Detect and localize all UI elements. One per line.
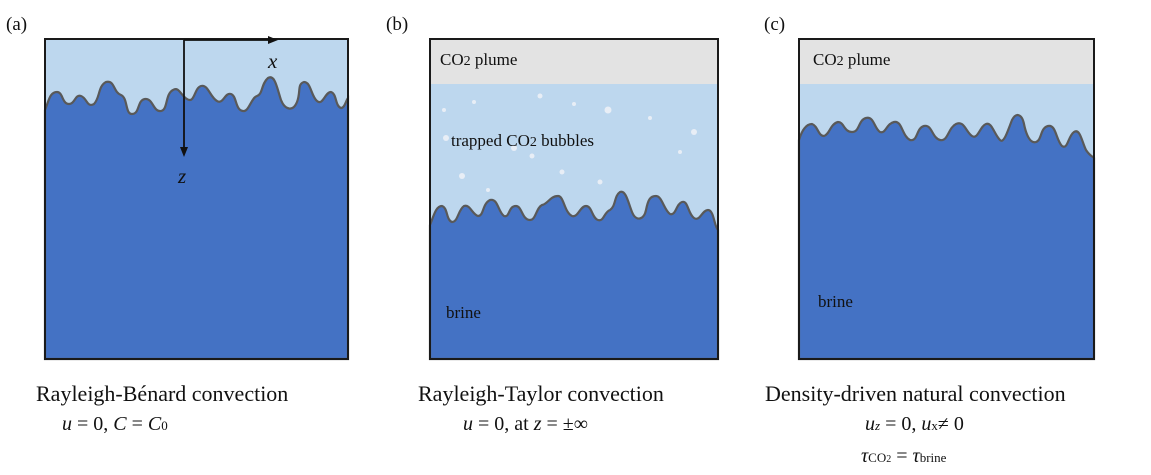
- panel-b-plume-label: CO2 plume: [440, 50, 518, 69]
- panel-a-brine: [43, 76, 350, 361]
- bubble: [442, 108, 446, 112]
- panel-b-diagram: [428, 38, 720, 361]
- x-axis-label: x: [268, 49, 278, 73]
- panel-c-plume-label: CO2 plume: [813, 50, 891, 69]
- panel-c-label: (c): [764, 14, 786, 35]
- bubble: [597, 179, 603, 185]
- bubble: [537, 93, 543, 99]
- bubble: [648, 116, 652, 120]
- bubble: [559, 169, 565, 175]
- bubble: [604, 106, 612, 114]
- z-axis-arrowhead: [180, 147, 188, 157]
- panel-a-diagram: [43, 36, 350, 361]
- bubble: [472, 100, 476, 104]
- panel-c-title: Density-driven natural convection: [765, 381, 1066, 406]
- bubble: [529, 153, 535, 159]
- bubble: [678, 150, 682, 154]
- trapped-bubbles-label: trapped CO2 bubbles: [451, 131, 594, 150]
- panel-b-title: Rayleigh-Taylor convection: [418, 381, 664, 406]
- x-axis-arrowhead: [268, 36, 278, 44]
- panel-c-diagram: [797, 38, 1096, 361]
- bubble: [572, 102, 576, 106]
- panel-a-frame: [44, 38, 349, 360]
- panel-b-equation: u = 0, at z = ±∞: [463, 413, 589, 435]
- z-axis-label: z: [178, 164, 187, 188]
- panel-b-frame: [429, 38, 719, 360]
- panel-a-equation: u = 0, C = C0: [62, 413, 168, 435]
- panel-c-plume: [799, 39, 1094, 84]
- panel-b-brine-label: brine: [446, 303, 481, 322]
- panel-c-brine-label: brine: [818, 292, 853, 311]
- panel-c-frame: [798, 38, 1095, 360]
- bubble: [691, 129, 697, 135]
- panel-b-plume: [430, 39, 718, 84]
- panel-c-equation-1: uz = 0, ux≠ 0: [865, 413, 964, 435]
- panel-a-title: Rayleigh-Bénard convection: [36, 381, 289, 406]
- bubble: [486, 188, 490, 192]
- panel-b-label: (b): [386, 14, 409, 35]
- panel-b-brine: [428, 190, 720, 361]
- panel-b-bubbles: [442, 93, 697, 192]
- bubble: [443, 135, 449, 141]
- bubble: [459, 173, 465, 179]
- panel-c-brine: [797, 114, 1096, 361]
- panel-c-equation-2: τCO2 = τbrine: [861, 445, 947, 467]
- panel-a-label: (a): [6, 14, 28, 35]
- bubble: [511, 145, 517, 151]
